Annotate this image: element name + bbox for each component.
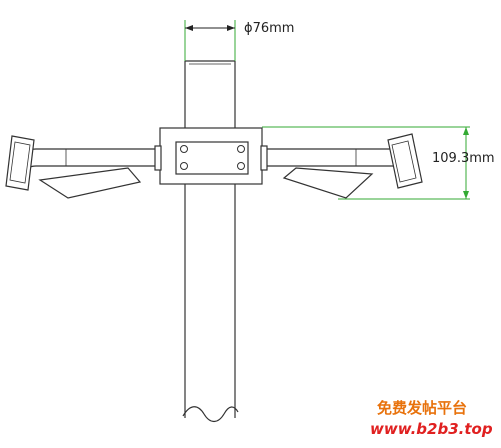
pole-diameter-label: ϕ76mm	[244, 21, 294, 36]
right-reflector	[282, 167, 374, 199]
clamp-left-collar	[154, 145, 162, 171]
clamp-plate	[175, 141, 249, 175]
arrow-left-icon	[185, 25, 193, 31]
bolt-icon	[180, 145, 188, 153]
right-lamp-head	[387, 133, 423, 189]
arrow-up-icon	[463, 127, 469, 135]
bolt-icon	[237, 145, 245, 153]
clamp-bracket	[154, 127, 268, 185]
watermark-site-name: 免费发帖平台	[377, 399, 467, 417]
watermark-site-url: www.b2b3.top	[370, 420, 493, 438]
arrow-right-icon	[227, 25, 235, 31]
pole-break-line	[182, 406, 239, 423]
bolt-icon	[180, 162, 188, 170]
arm-height-label: 109.3mm	[432, 151, 495, 166]
pole-diameter-dimension	[184, 20, 236, 61]
arrow-down-icon	[463, 191, 469, 199]
left-lamp-head	[5, 135, 35, 191]
left-reflector	[38, 167, 142, 199]
clamp-right-collar	[260, 145, 268, 171]
pole	[182, 60, 239, 423]
clamp-bolts	[180, 145, 245, 170]
arm-height-dimension	[262, 126, 470, 200]
left-arm	[5, 135, 155, 199]
bolt-icon	[237, 162, 245, 170]
right-arm	[267, 133, 423, 199]
